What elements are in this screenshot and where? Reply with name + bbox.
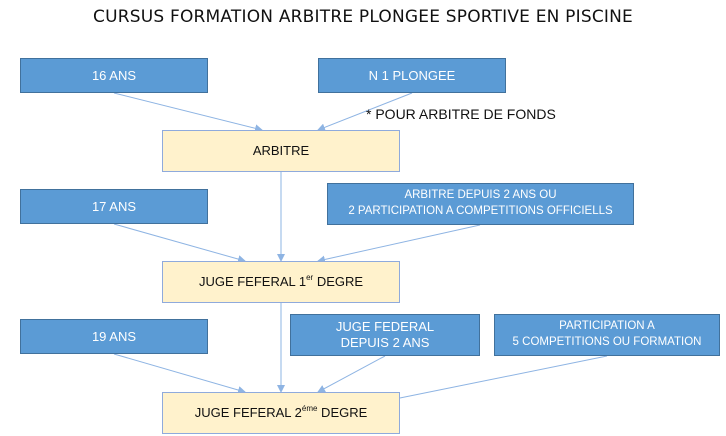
juge-2eme-prefix: JUGE FEFERAL 2 xyxy=(194,405,302,421)
juge-federal-2-ans-box: JUGE FEDERAL DEPUIS 2 ANS xyxy=(290,314,480,356)
juge-2eme-degre-label: JUGE FEFERAL 2éme DEGRE xyxy=(195,404,368,422)
arbitre-experience-box: ARBITRE DEPUIS 2 ANS OU 2 PARTICIPATION … xyxy=(327,183,634,225)
juge-1er-prefix: JUGE FEFERAL 1 xyxy=(198,274,307,290)
arrow-17ans-to-juge1 xyxy=(113,223,246,263)
age-16-box: 16 ANS xyxy=(20,58,208,93)
age-17-label: 17 ANS xyxy=(91,198,137,214)
juge-1er-degre-label: JUGE FEFERAL 1er DEGRE xyxy=(199,273,363,291)
plongee-n1-label: N 1 PLONGEE xyxy=(368,67,456,83)
juge-1er-sup: er xyxy=(306,272,314,282)
participation-box: PARTICIPATION A 5 COMPETITIONS OU FORMAT… xyxy=(494,314,720,356)
juge-1er-suffix: DEGRE xyxy=(313,274,364,290)
fonds-note: * POUR ARBITRE DE FONDS xyxy=(366,106,556,122)
arbitre-box: ARBITRE xyxy=(162,130,400,172)
arrow-experience-to-juge1 xyxy=(317,224,481,264)
participation-line1: PARTICIPATION A xyxy=(559,320,655,333)
juge-2eme-suffix: DEGRE xyxy=(317,405,368,421)
arrow-participation-to-juge2 xyxy=(389,355,608,403)
arrow-16ans-to-arbitre xyxy=(113,92,263,133)
arrow-19ans-to-juge2 xyxy=(113,353,246,394)
arrow-jugefederal-to-juge2 xyxy=(317,355,386,393)
juge-1er-degre-box: JUGE FEFERAL 1er DEGRE xyxy=(162,261,400,303)
arbitre-experience-line2: 2 PARTICIPATION A COMPETITIONS OFFICIELL… xyxy=(348,205,613,217)
age-16-label: 16 ANS xyxy=(91,67,137,83)
juge-federal-line1: JUGE FEDERAL xyxy=(335,318,435,334)
age-17-box: 17 ANS xyxy=(20,189,208,224)
participation-line2: 5 COMPETITIONS OU FORMATION xyxy=(512,336,702,348)
arbitre-label: ARBITRE xyxy=(252,143,310,159)
age-19-label: 19 ANS xyxy=(91,328,137,344)
arrow-plongee-to-arbitre xyxy=(317,92,413,132)
arbitre-experience-line1: ARBITRE DEPUIS 2 ANS OU xyxy=(404,189,557,202)
juge-federal-line2: DEPUIS 2 ANS xyxy=(340,335,430,350)
juge-2eme-degre-box: JUGE FEFERAL 2éme DEGRE xyxy=(162,392,400,434)
age-19-box: 19 ANS xyxy=(20,319,208,354)
juge-2eme-sup: éme xyxy=(301,403,318,413)
diagram-title: CURSUS FORMATION ARBITRE PLONGEE SPORTIV… xyxy=(93,7,633,27)
plongee-n1-box: N 1 PLONGEE xyxy=(318,58,506,93)
